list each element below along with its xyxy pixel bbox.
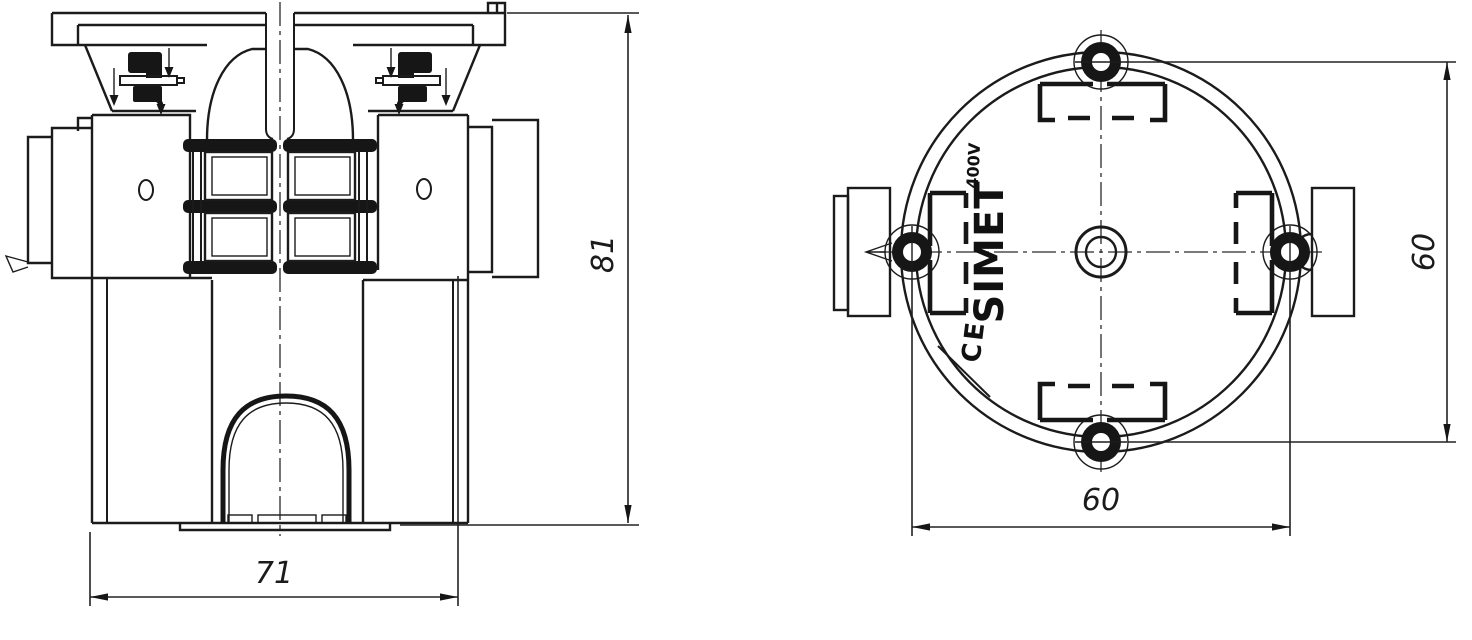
gasket-bar (183, 139, 277, 152)
terminal-opening (286, 211, 357, 263)
knockout-top (1037, 81, 1168, 123)
wall-block-left (76, 113, 212, 523)
latch-wedge (863, 242, 893, 262)
latch-hook-left (4, 254, 29, 273)
center-dome (205, 13, 355, 141)
top-view: SIMET 400V CE 60 60 (832, 30, 1456, 536)
ce-mark-text: CE (957, 318, 992, 364)
brand-text: SIMET (967, 180, 1013, 323)
gasket-bar (283, 139, 377, 152)
knockout-bottom (1037, 381, 1168, 423)
wall-hole-left (138, 179, 154, 201)
terminal-opening (203, 211, 274, 263)
mounting-screw-left (884, 224, 940, 280)
dim-label-height: 81 (586, 235, 621, 273)
cable-connector-left (4, 126, 92, 280)
dimension-mount-height-60: 60 (1126, 61, 1456, 443)
dimension-height-81: 81 (400, 12, 639, 526)
terminal-stack (183, 139, 377, 274)
claw-clamp-right (376, 48, 451, 115)
terminal-opening (203, 150, 274, 202)
cover-lid (50, 1, 507, 47)
cable-entry-arch (220, 393, 352, 523)
wall-hole-right (416, 178, 432, 200)
mounting-screw-bottom (1073, 414, 1129, 470)
knockout-left (927, 190, 969, 316)
voltage-text: 400V (963, 142, 984, 189)
funnel-walls (83, 44, 482, 113)
front-section-view: 71 81 (4, 1, 639, 606)
screw-channel (265, 13, 295, 140)
dimension-width-71: 71 (89, 276, 459, 606)
cable-connector-right (468, 118, 540, 279)
gasket-bar (183, 261, 277, 274)
terminal-opening (286, 150, 357, 202)
wall-block-right (363, 113, 470, 523)
claw-clamp-left (109, 48, 185, 115)
gasket-bar (283, 200, 377, 213)
gasket-bar (283, 261, 377, 274)
gasket-bar (183, 200, 277, 213)
dim-label-mount-height: 60 (1407, 233, 1442, 271)
dimension-mount-width-60: 60 (911, 278, 1291, 536)
side-tab-left (832, 186, 893, 318)
dim-label-width: 71 (255, 556, 293, 591)
dim-label-mount-width: 60 (1082, 483, 1120, 518)
mounting-screw-top (1073, 34, 1129, 90)
center-hole (1074, 225, 1128, 279)
knockout-right (1233, 190, 1275, 316)
lid-right-tab (486, 1, 507, 13)
lower-body (92, 280, 468, 532)
mold-seam-line (937, 345, 991, 398)
